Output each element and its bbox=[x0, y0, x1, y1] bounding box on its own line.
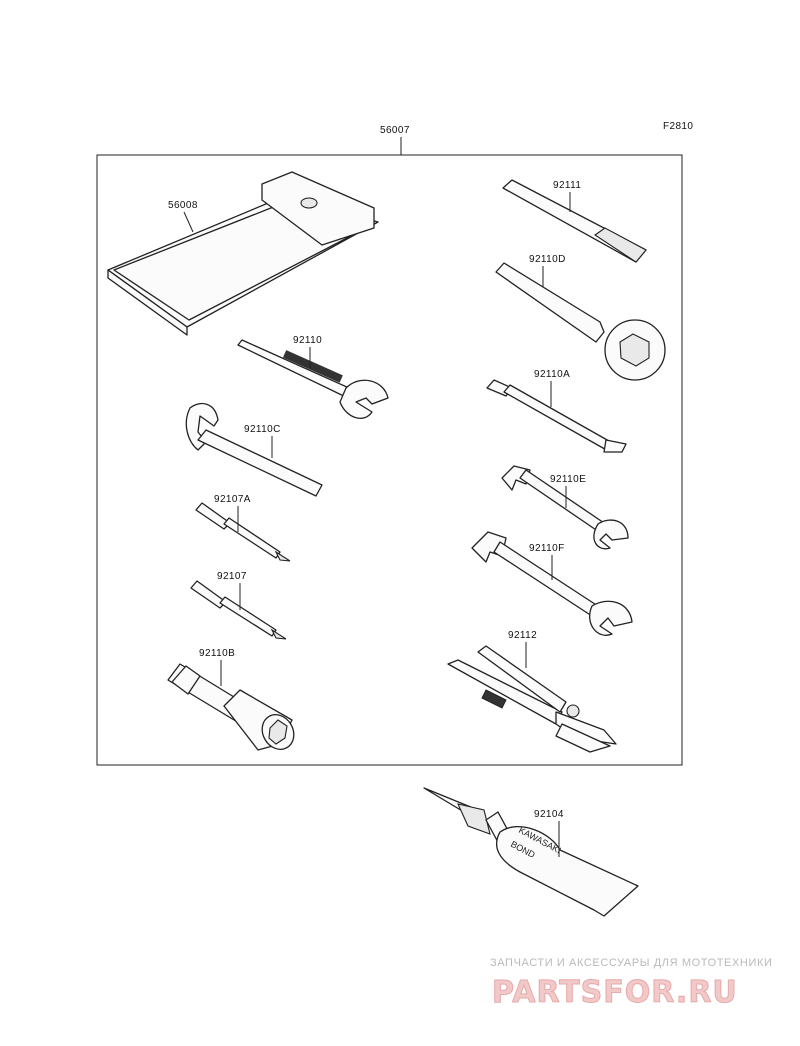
extension-bar bbox=[502, 179, 647, 263]
part-label: 92110A bbox=[534, 369, 570, 380]
open-end-wrench-small bbox=[501, 465, 629, 550]
plug-socket-wrench bbox=[167, 663, 295, 751]
part-label: 92110E bbox=[550, 474, 586, 485]
ring-wrench bbox=[495, 262, 666, 381]
part-label: 92104 bbox=[534, 809, 564, 820]
adhesive-tube: KAWASAKI BOND bbox=[423, 787, 639, 917]
part-label: 92110D bbox=[529, 254, 566, 265]
part-label: 56008 bbox=[168, 200, 198, 211]
part-label: 92107A bbox=[214, 494, 251, 505]
open-end-wrench bbox=[237, 339, 389, 419]
screwdriver-bit-a bbox=[195, 502, 291, 562]
double-end-wrench bbox=[486, 379, 627, 453]
part-label: 92110F bbox=[529, 543, 565, 554]
part-label: 92107 bbox=[217, 571, 247, 582]
watermark-logo: PARTSFOR.RU bbox=[492, 975, 738, 1010]
pliers bbox=[447, 645, 617, 753]
part-label: 92111 bbox=[553, 180, 581, 191]
tool-pouch bbox=[107, 171, 379, 336]
part-label: 92110C bbox=[244, 424, 281, 435]
screwdriver-bit bbox=[190, 580, 287, 640]
hook-spanner bbox=[185, 402, 323, 497]
toolkit-frame bbox=[96, 154, 683, 766]
figure-code: F2810 bbox=[663, 121, 693, 132]
assembly-label: 56007 bbox=[380, 125, 410, 136]
watermark-tagline: ЗАПЧАСТИ И АКСЕССУАРЫ ДЛЯ МОТОТЕХНИКИ bbox=[490, 957, 772, 969]
part-label: 92110B bbox=[199, 648, 235, 659]
open-end-wrench-large bbox=[471, 531, 633, 636]
part-label: 92110 bbox=[293, 335, 322, 346]
part-label: 92112 bbox=[508, 630, 537, 641]
